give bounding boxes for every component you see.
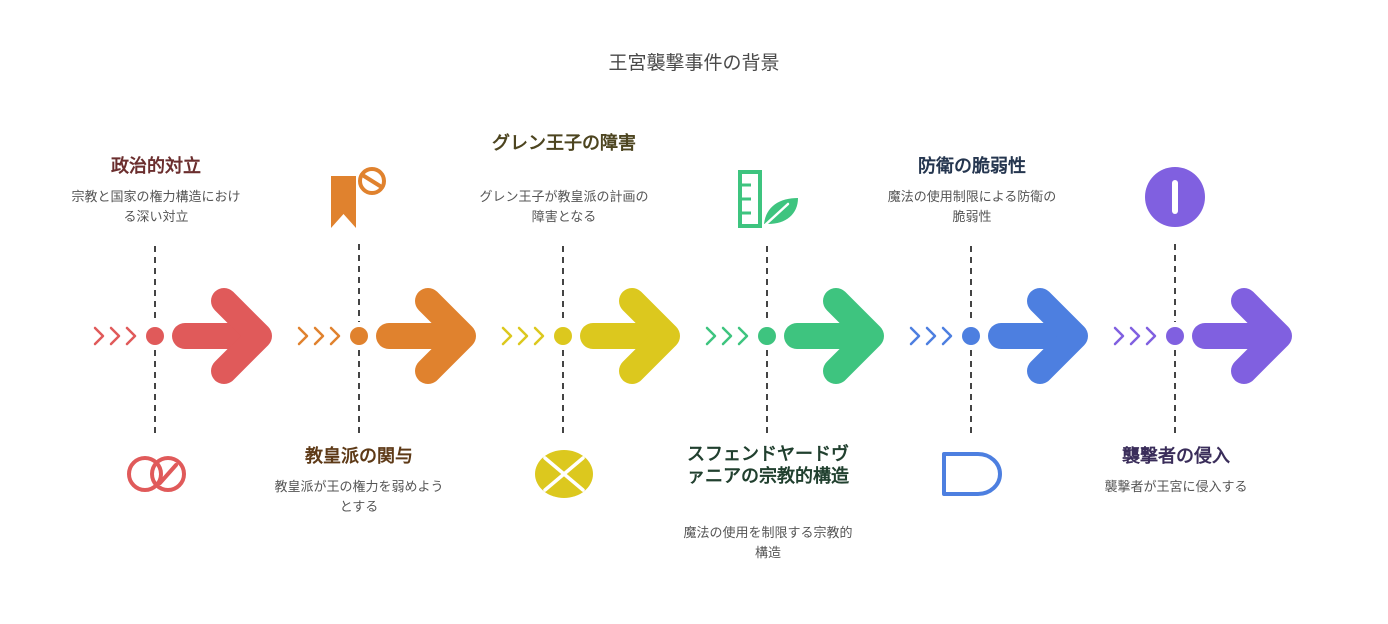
- pill-circle-icon: [1145, 167, 1205, 227]
- stage-3-chevron-icon: [517, 326, 529, 346]
- stage-1-node: [146, 327, 164, 345]
- stage-5-arrow-icon: [988, 288, 1088, 384]
- stage-2-title: 教皇派の関与: [305, 446, 413, 467]
- stage-2-chevron-icon: [297, 326, 309, 346]
- stage-1-description: 宗教と国家の権力構造における深い対立: [71, 190, 241, 225]
- stage-5-title: 防衛の脆弱性: [918, 156, 1026, 177]
- stage-5-node: [962, 327, 980, 345]
- stage-5-chevron-icon: [925, 326, 937, 346]
- stage-6-node: [1166, 327, 1184, 345]
- stage-4-node: [758, 327, 776, 345]
- stage-4-chevron-icon: [737, 326, 749, 346]
- stage-5-chevron-icon: [909, 326, 921, 346]
- stage-1: [93, 246, 272, 492]
- stage-4-chevron-icon: [721, 326, 733, 346]
- stage-2-chevron-icon: [329, 326, 341, 346]
- stage-2-node: [350, 327, 368, 345]
- stage-2: [297, 165, 476, 434]
- stage-2-description: 教皇派が王の権力を弱めようとする: [274, 480, 444, 515]
- bookmark-icon: [331, 165, 388, 228]
- stage-4: [705, 170, 884, 434]
- stage-1-chevron-icon: [93, 326, 105, 346]
- stage-5: [909, 246, 1088, 496]
- stage-3-arrow-icon: [580, 288, 680, 384]
- stage-1-chevron-icon: [109, 326, 121, 346]
- stage-6-chevron-icon: [1113, 326, 1125, 346]
- stage-6: [1113, 167, 1292, 434]
- stage-3: [501, 246, 680, 498]
- stage-3-chevron-icon: [533, 326, 545, 346]
- stage-4-chevron-icon: [705, 326, 717, 346]
- stage-5-chevron-icon: [941, 326, 953, 346]
- stage-1-arrow-icon: [172, 288, 272, 384]
- stage-2-chevron-icon: [313, 326, 325, 346]
- stage-6-chevron-icon: [1129, 326, 1141, 346]
- stage-5-description: 魔法の使用制限による防衛の脆弱性: [887, 190, 1057, 225]
- stage-4-title: スフェンドヤードヴァニアの宗教的構造: [687, 444, 849, 487]
- stage-3-description: グレン王子が教皇派の計画の障害となる: [479, 190, 649, 225]
- stage-1-title: 政治的対立: [111, 156, 201, 177]
- stage-6-description: 襲撃者が王宮に侵入する: [1104, 480, 1248, 495]
- stage-3-chevron-icon: [501, 326, 513, 346]
- stage-4-arrow-icon: [784, 288, 884, 384]
- stage-3-title: グレン王子の障害: [492, 133, 636, 154]
- interlocking-rings-icon: [127, 456, 186, 492]
- ruler-leaf-icon: [738, 170, 798, 228]
- stage-6-arrow-icon: [1192, 288, 1292, 384]
- page-title: 王宮襲撃事件の背景: [608, 52, 780, 74]
- stage-3-node: [554, 327, 572, 345]
- stage-6-title: 襲撃者の侵入: [1122, 446, 1230, 467]
- stage-2-arrow-icon: [376, 288, 476, 384]
- stage-4-description: 魔法の使用を制限する宗教的構造: [683, 526, 853, 561]
- d-shape-icon: [942, 452, 1002, 496]
- stage-6-chevron-icon: [1145, 326, 1157, 346]
- stage-1-chevron-icon: [125, 326, 137, 346]
- x-circle-icon: [535, 450, 593, 498]
